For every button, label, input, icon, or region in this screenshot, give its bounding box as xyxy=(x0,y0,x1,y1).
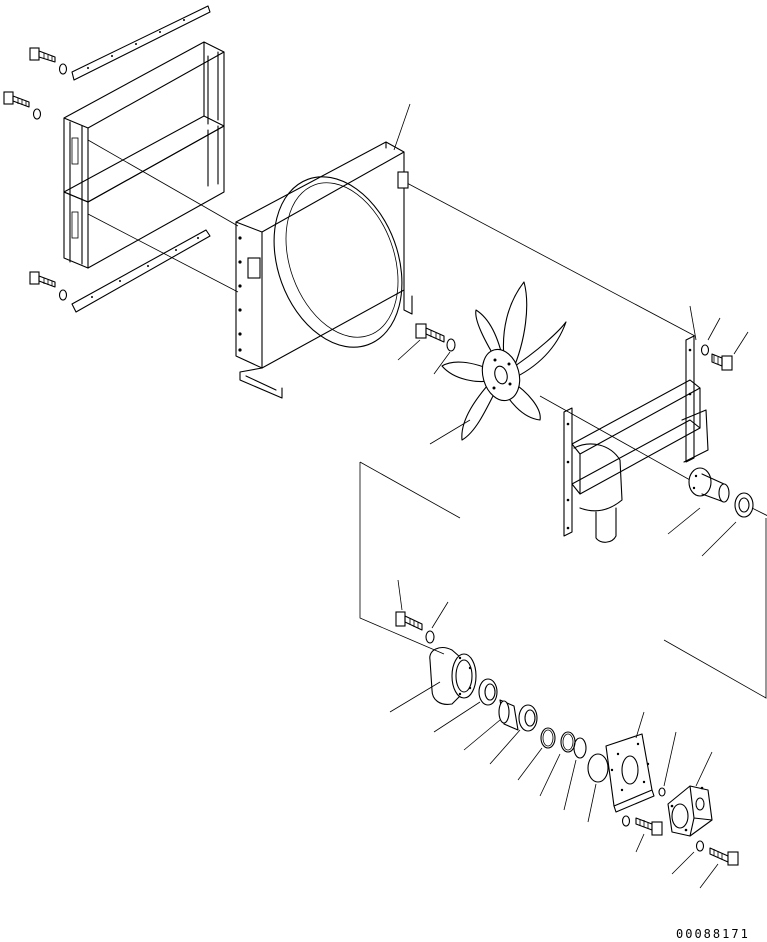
leader-line xyxy=(489,729,521,765)
leader-line xyxy=(699,863,719,889)
o-ring[interactable] xyxy=(658,787,666,797)
leader-line xyxy=(695,751,713,787)
snap-ring-3[interactable] xyxy=(573,737,587,759)
snap-ring-1[interactable] xyxy=(540,727,556,749)
leader-line xyxy=(463,719,501,751)
motor-mount-plate[interactable] xyxy=(605,733,655,813)
motor-bolt-1[interactable] xyxy=(635,817,663,836)
fan-support-frame[interactable] xyxy=(563,335,709,543)
motor-bolt-2[interactable] xyxy=(709,847,739,866)
leader-line xyxy=(635,711,645,739)
leader-line xyxy=(431,601,449,629)
hydraulic-fan-motor[interactable] xyxy=(667,785,713,837)
fan-shroud-panel-upper[interactable] xyxy=(63,41,225,203)
guide-line xyxy=(87,213,239,293)
washer-top-2[interactable] xyxy=(32,108,42,120)
leader-line xyxy=(517,747,543,781)
guide-line xyxy=(663,518,767,699)
washer-top-1[interactable] xyxy=(58,63,68,75)
bracket-bolt[interactable] xyxy=(711,353,733,371)
leader-line xyxy=(635,833,645,853)
leader-line xyxy=(389,681,441,713)
leader-line xyxy=(689,305,697,341)
housing-bolt[interactable] xyxy=(395,611,423,631)
leader-line xyxy=(397,339,421,361)
guide-line xyxy=(87,139,239,227)
fan-bolt[interactable] xyxy=(415,323,445,343)
cooling-fan[interactable] xyxy=(441,281,567,441)
drawing-id-label: 00088171 xyxy=(676,927,750,941)
bearing-rear[interactable] xyxy=(518,704,538,732)
fan-pulley-shaft[interactable] xyxy=(688,467,730,503)
housing-washer[interactable] xyxy=(425,630,435,644)
motor-washer-1[interactable] xyxy=(621,815,631,827)
guide-line xyxy=(359,461,461,519)
fan-washer[interactable] xyxy=(446,338,456,352)
guide-line xyxy=(359,462,445,655)
bolt-top-2[interactable] xyxy=(3,91,30,108)
washer-mid-left[interactable] xyxy=(58,289,68,301)
bracket-washer[interactable] xyxy=(700,344,710,356)
snap-ring-2[interactable] xyxy=(560,731,576,753)
fan-shroud-panel-lower[interactable] xyxy=(63,115,225,269)
bolt-top-1[interactable] xyxy=(29,47,56,63)
bearing-spacer[interactable] xyxy=(498,699,519,731)
seal-strip-lower[interactable] xyxy=(71,229,211,313)
leader-line xyxy=(433,701,481,733)
leader-line xyxy=(433,351,451,375)
leader-line xyxy=(667,507,701,535)
fan-shroud[interactable] xyxy=(235,141,424,399)
leader-line xyxy=(707,317,721,341)
guide-line xyxy=(404,181,696,337)
housing-gasket[interactable] xyxy=(587,753,609,783)
guide-line xyxy=(539,395,691,481)
bolt-mid-left[interactable] xyxy=(29,271,56,288)
leader-line xyxy=(393,103,411,151)
bearing-front[interactable] xyxy=(478,678,498,706)
leader-line xyxy=(539,753,561,797)
leader-line xyxy=(429,419,471,445)
bearing-housing[interactable] xyxy=(429,647,477,705)
guide-line xyxy=(751,507,767,516)
leader-line xyxy=(587,783,597,823)
motor-washer-2[interactable] xyxy=(695,840,705,852)
shaft-oil-seal[interactable] xyxy=(734,492,754,518)
leader-line xyxy=(671,851,695,875)
leader-line xyxy=(733,331,749,355)
leader-line xyxy=(663,731,677,787)
leader-line xyxy=(397,579,403,611)
leader-line xyxy=(563,759,577,811)
leader-line xyxy=(701,521,737,557)
seal-strip-upper[interactable] xyxy=(71,5,211,81)
